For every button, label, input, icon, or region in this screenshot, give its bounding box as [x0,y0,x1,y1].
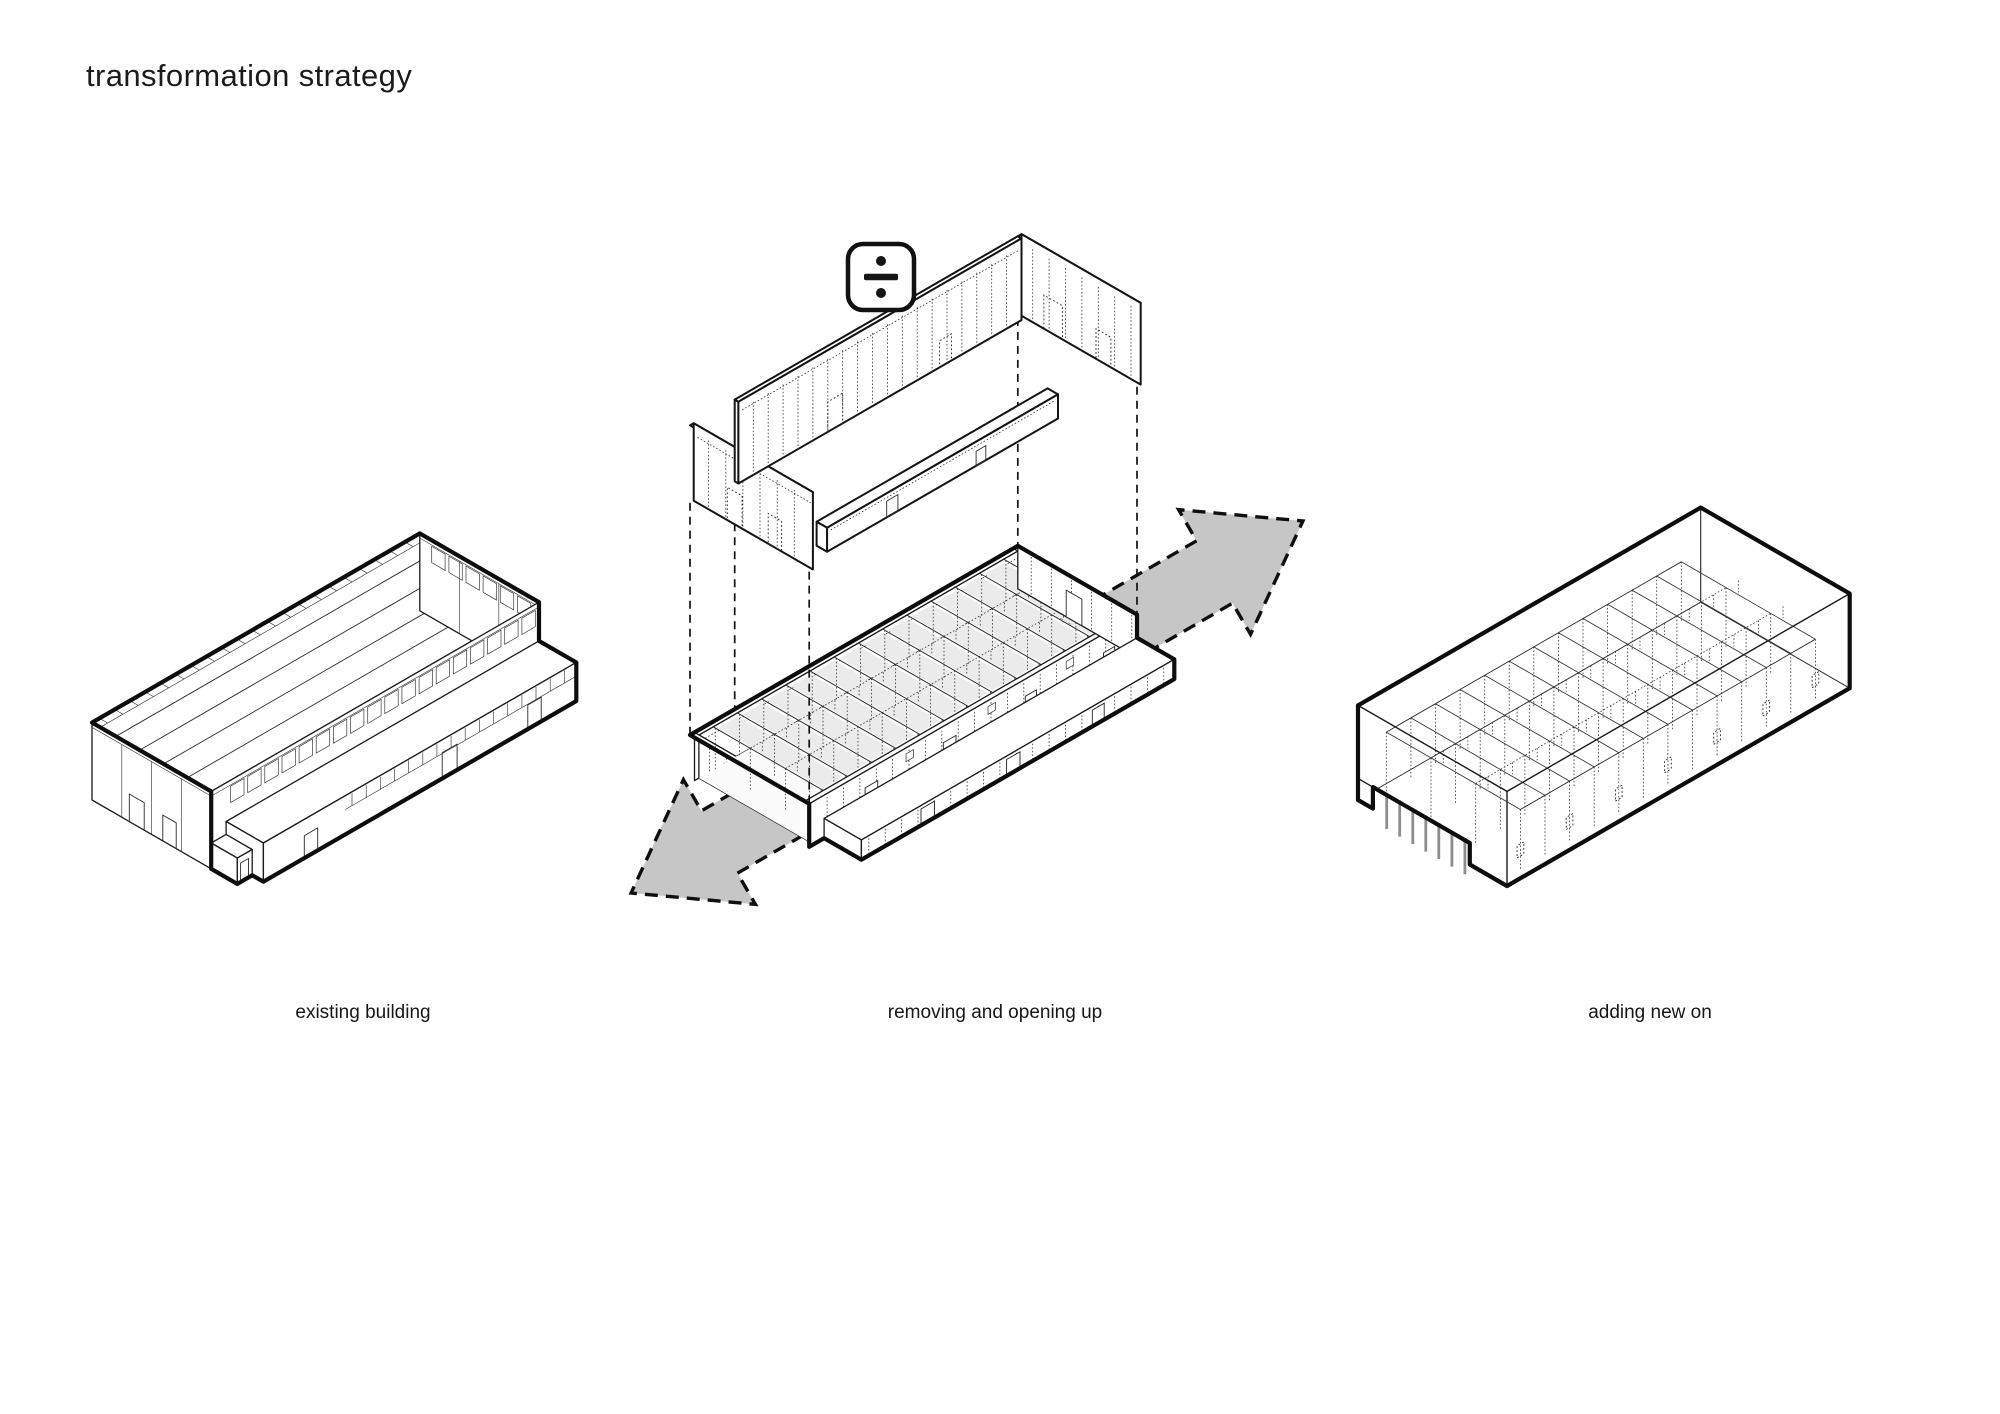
caption-adding-new-on: adding new on [1588,1002,1712,1023]
diagram-existing-building [89,531,579,887]
caption-existing-building: existing building [295,1002,431,1023]
diagram-removing-and-opening-up [628,233,1306,907]
removed-parapet-beam [815,387,1059,553]
removed-end-wall-right [1016,233,1142,386]
divide-icon [845,241,917,313]
diagram-adding-new-on [1355,505,1852,889]
page-title: transformation strategy [86,58,413,93]
caption-removing-and-opening-up: removing and opening up [887,1002,1103,1023]
